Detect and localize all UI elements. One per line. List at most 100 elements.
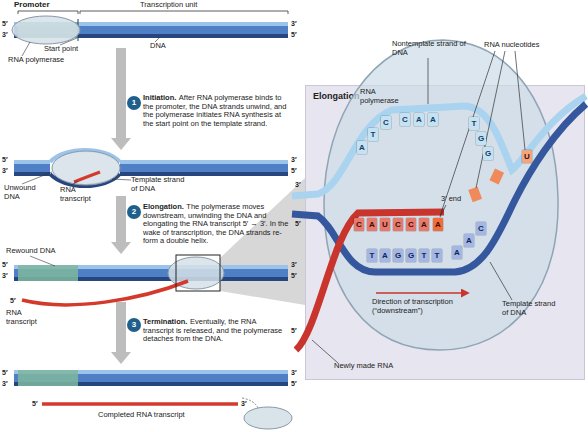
rna-polymerase-shape (244, 407, 292, 429)
base-letter: G (476, 132, 486, 145)
base-letter: U (522, 150, 532, 163)
step-heading: Initiation. (143, 94, 176, 103)
leader-line (60, 38, 77, 45)
part-label: DNA (150, 42, 166, 51)
base-letter: A (380, 249, 390, 262)
strand-end: 3′ (291, 20, 297, 28)
base-letter: T (368, 128, 378, 141)
strand-end: 5′ (2, 369, 8, 377)
nontemplate-strand (120, 160, 288, 164)
part-label: 3′ end (441, 195, 461, 204)
strand-end: 5′ (32, 400, 38, 408)
base-letter: G (406, 249, 416, 262)
rna-nucleotide (468, 187, 482, 203)
nontemplate-strand (292, 96, 586, 196)
flow-arrow (111, 302, 131, 364)
rna-strand (22, 281, 188, 305)
dna-band (14, 370, 288, 386)
zoom-wedge (220, 178, 305, 305)
strand-end: 5′ (291, 31, 297, 39)
rna-polymerase-shape (52, 151, 120, 185)
base-letter: C (406, 218, 416, 231)
step-number-text: 3 (127, 318, 141, 332)
part-label: Transcription unit (140, 1, 197, 10)
strand-end: 5′ (291, 272, 297, 280)
base-letter: C (393, 218, 403, 231)
strand-end: 5′ (2, 20, 8, 28)
rna-polymerase-shape (168, 257, 224, 289)
strand-end: 5′ (291, 167, 297, 175)
dna-band (14, 265, 288, 281)
base-letter: A (433, 218, 443, 231)
base-letter: A (367, 218, 377, 231)
flow-arrow (111, 196, 131, 254)
base-letter: C (354, 218, 364, 231)
dna-stage-termination (14, 370, 292, 429)
leader-line (440, 51, 495, 216)
base-letter: C (400, 113, 410, 126)
rna-strand (42, 402, 238, 406)
leader-line (22, 172, 52, 184)
template-strand (292, 104, 586, 272)
zoom-box (176, 255, 220, 291)
step-heading: Termination. (143, 318, 187, 327)
base-letter: G (393, 249, 403, 262)
promoter-bracket (18, 11, 78, 14)
start-point-mark (78, 19, 79, 41)
unwound-strand (50, 174, 120, 186)
template-strand (14, 277, 288, 281)
strand-end: 3′ (2, 272, 8, 280)
part-label: Newly made RNA (334, 362, 393, 371)
base-letter: A (419, 218, 429, 231)
rna-strand (74, 172, 100, 182)
part-label: Template strand of DNA (131, 176, 191, 193)
strand-end: 3′ (2, 31, 8, 39)
base-letter: C (381, 116, 391, 129)
step-text: After RNA polymerase binds to the promot… (143, 94, 289, 128)
part-label: Template strand of DNA (502, 300, 558, 317)
part-label: RNA nucleotides (484, 41, 539, 50)
rna-polymerase-shape (12, 16, 80, 44)
flow-arrows (111, 48, 131, 364)
leader-line (112, 179, 131, 180)
base-letter: A (464, 234, 474, 247)
release-arrow (242, 398, 258, 408)
unit-bracket (80, 11, 288, 14)
nontemplate-strand (14, 22, 288, 26)
strand-end: 5′ (291, 380, 297, 388)
step-number-text: 1 (127, 96, 141, 110)
base-letter: T (367, 249, 377, 262)
part-label: Completed RNA transcript (98, 411, 185, 420)
detail-panel: ElongationRNA polymerase (305, 85, 585, 380)
polymerase-outline-path (324, 40, 558, 350)
step-number: 2 (127, 205, 141, 219)
base-letter: A (452, 246, 462, 259)
dna-band (14, 160, 50, 176)
strand-end: 3′ (241, 400, 247, 408)
part-label: Promoter (14, 1, 50, 10)
unwound-strand (50, 150, 120, 162)
leader-line (22, 42, 30, 56)
promoter-region (18, 22, 78, 38)
strand-end: 3′ (291, 369, 297, 377)
template-strand (14, 34, 288, 38)
part-label: RNA polymerase (8, 56, 64, 65)
strand-end: 5′ (2, 261, 8, 269)
strand-end: 3′ (295, 181, 301, 189)
strand-end: 5′ (2, 156, 8, 164)
nontemplate-strand (14, 370, 288, 374)
promoter-region (18, 370, 78, 386)
base-letter: G (483, 147, 493, 160)
leader-line (515, 51, 525, 150)
step-number-text: 2 (127, 205, 141, 219)
strand-end: 5′ (10, 297, 16, 305)
step-heading: Elongation. (143, 203, 184, 212)
base-letter: T (469, 117, 479, 130)
part-label: RNA transcript (60, 186, 96, 203)
strand-end: 3′ (2, 167, 8, 175)
part-label: Start point (44, 45, 78, 54)
leader-line (428, 58, 429, 104)
